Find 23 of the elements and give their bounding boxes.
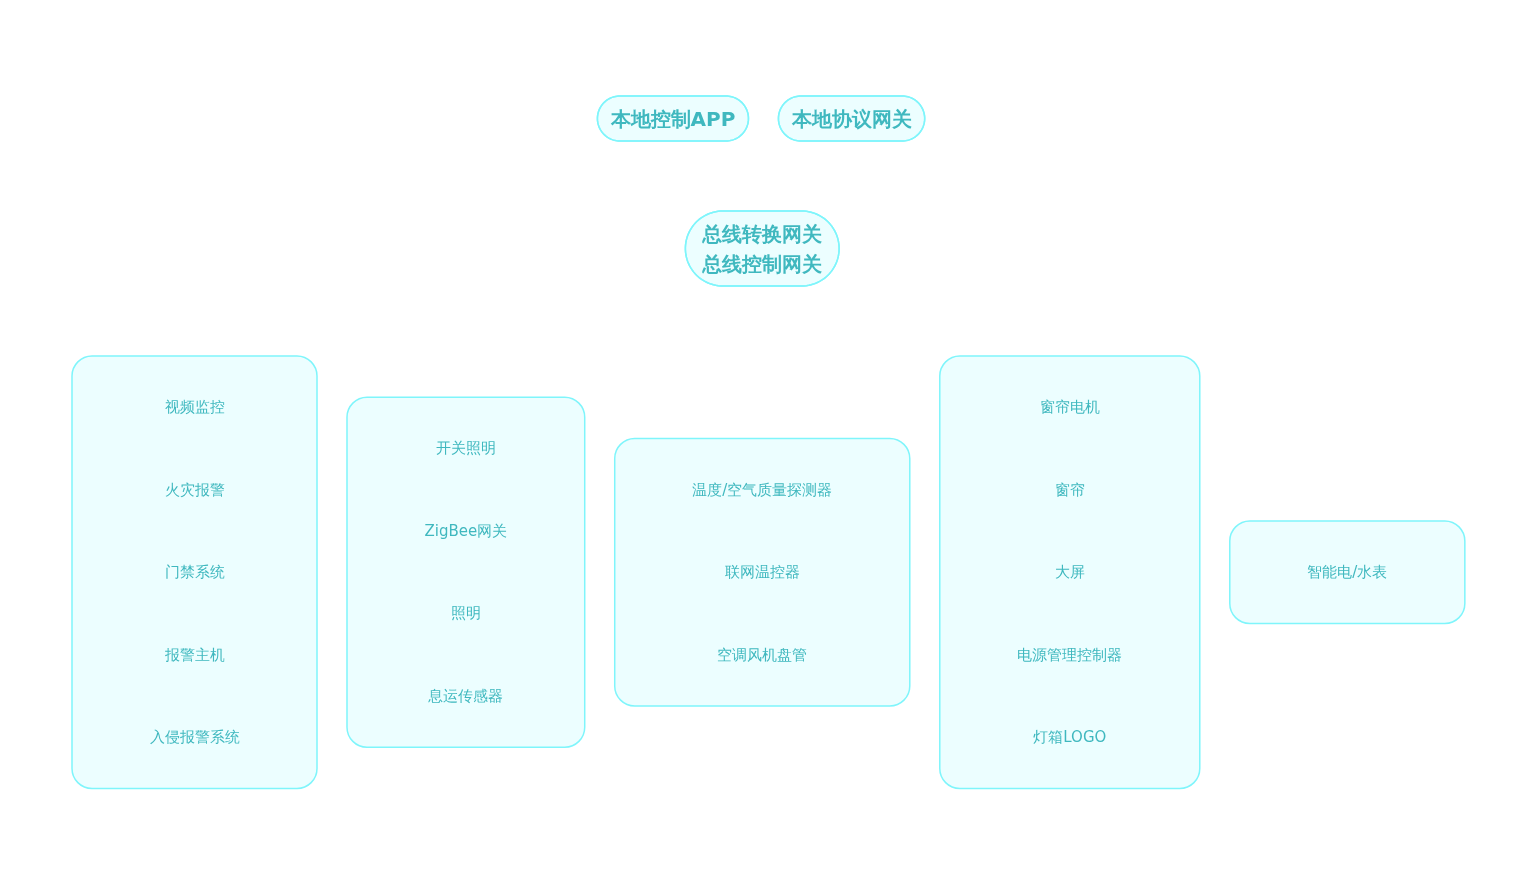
cluster [938, 355, 1201, 790]
cluster [70, 355, 318, 790]
node-text: 窗帘电机 [1039, 398, 1100, 417]
node-text: 灯箱LOGO [1032, 728, 1106, 747]
node-text: 开关照明 [435, 439, 496, 458]
node-text: ZigBee网关 [424, 522, 507, 540]
node-text: 报警主机 [164, 645, 225, 664]
node-text: 联网温控器 [724, 563, 800, 582]
node-text: 视频监控 [164, 398, 225, 417]
node-text: 窗帘 [1054, 480, 1085, 499]
node-text: 门禁系统 [164, 563, 225, 582]
node-text: 火灾报警 [164, 480, 225, 499]
node-text: 电源管理控制器 [1016, 645, 1122, 664]
node-text: 空调风机盘管 [716, 645, 807, 664]
node-text: 温度/空气质量探测器 [691, 480, 832, 499]
node-text: 息运传感器 [427, 687, 503, 705]
node-text: 大屏 [1054, 563, 1085, 582]
cluster [1228, 520, 1466, 625]
cluster [613, 438, 911, 707]
cluster [345, 396, 586, 749]
node-text: 入侵报警系统 [149, 728, 240, 747]
node-text: 智能电/水表 [1306, 563, 1387, 582]
node-text: 照明 [450, 604, 481, 623]
